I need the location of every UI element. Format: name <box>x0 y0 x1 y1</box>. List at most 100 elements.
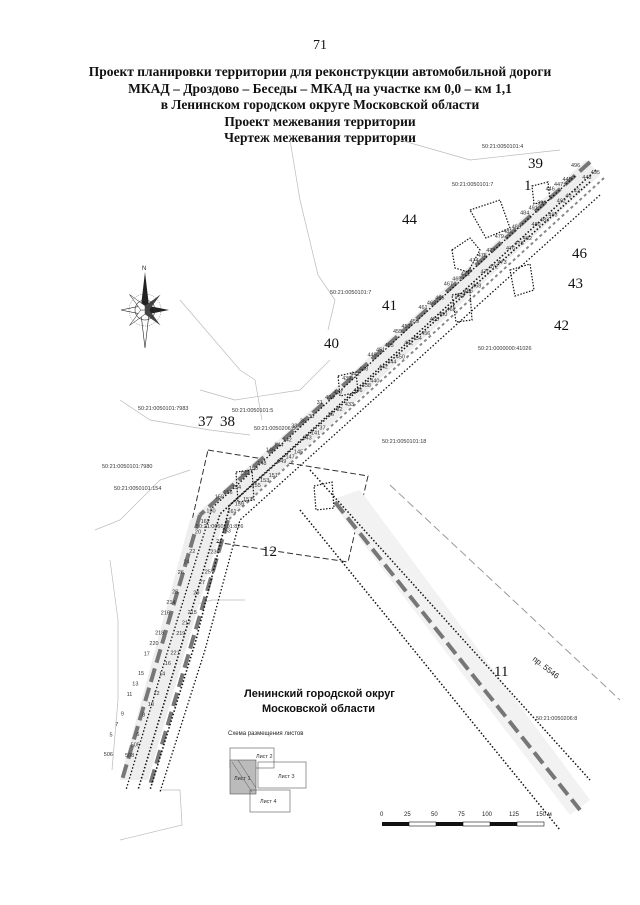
cadastral-number: 50:21:0050101:7983 <box>138 406 188 412</box>
page-number: 71 <box>313 38 327 53</box>
point-number: 480 <box>531 222 540 228</box>
scale-tick: 75 <box>458 812 465 818</box>
region-label: Ленинский городской округ <box>244 688 395 700</box>
point-number: 471 <box>461 272 470 278</box>
point-number: 462 <box>447 307 456 313</box>
cadastral-number: 50:21:0050101:4 <box>482 144 523 150</box>
cadastral-number: 50:21:0050101:826 <box>196 524 243 530</box>
point-number: 40 <box>565 194 571 200</box>
parcel-number: 46 <box>572 246 588 262</box>
scale-tick: 100 <box>482 812 493 818</box>
point-number: 488 <box>512 224 521 230</box>
point-number: 24 <box>184 560 190 566</box>
point-number: 445 <box>563 177 572 183</box>
point-number: 214 <box>166 600 175 606</box>
parcel-number: 42 <box>554 318 569 334</box>
point-number: 446 <box>546 187 555 193</box>
point-number: 39 <box>537 201 543 207</box>
secondary-road <box>299 469 621 831</box>
point-number: 460 <box>438 312 447 318</box>
point-number: 146 <box>266 447 275 453</box>
title-line: Проект межевания территории <box>224 113 416 129</box>
point-number: 155 <box>252 483 261 489</box>
point-number: 463 <box>427 300 436 306</box>
point-number: 161 <box>227 509 236 515</box>
point-number: 457 <box>401 324 410 330</box>
point-number: 141 <box>311 431 320 437</box>
point-number: 5 <box>110 733 113 739</box>
point-number: 454 <box>413 336 422 342</box>
point-number: 467 <box>444 282 453 288</box>
point-number: 508 <box>125 753 134 759</box>
point-number: 483 <box>540 217 549 223</box>
point-number: 221 <box>171 651 180 657</box>
point-number: 495 <box>591 170 600 176</box>
point-number: 148 <box>257 461 266 467</box>
point-number: 218 <box>155 630 164 636</box>
point-number: 455 <box>393 329 402 335</box>
point-number: 157 <box>243 497 252 503</box>
point-number: 438 <box>362 383 371 389</box>
point-number: 459 <box>410 319 419 325</box>
point-number: 156 <box>223 490 232 496</box>
point-number: 469 <box>452 277 461 283</box>
parcel-number: 37 <box>198 414 214 430</box>
point-number: 143 <box>303 436 312 442</box>
point-number: 159 <box>235 502 244 508</box>
point-number: 217 <box>182 621 191 627</box>
point-number: 474 <box>469 258 478 264</box>
point-number: 35 <box>328 412 334 418</box>
point-number: 29 <box>193 590 199 596</box>
cadastral-number: 50:21:0050101:7 <box>452 182 493 188</box>
point-number: 506 <box>104 752 113 758</box>
cadastral-number: 50:21:0050206:8 <box>536 716 577 722</box>
point-number: 450 <box>396 355 405 361</box>
parcel-number: 44 <box>402 212 418 228</box>
parcel-number: 1 <box>524 178 532 194</box>
cadastral-number: 50:21:0050101:18 <box>382 439 426 445</box>
cadastral-labels: 50:21:0050101:4 50:21:0050101:7 50:21:00… <box>102 144 577 722</box>
point-number: 38 <box>291 424 297 430</box>
title-line: Проект планировки территории для реконст… <box>88 64 552 79</box>
point-number: 492 <box>557 199 566 205</box>
point-number: 496 <box>571 163 580 169</box>
parcel-number: 41 <box>382 298 397 314</box>
point-number: 6 <box>136 732 139 738</box>
point-number: 505 <box>131 742 140 748</box>
point-number: 149 <box>277 459 286 465</box>
point-number: 151 <box>269 473 278 479</box>
region-label: Московской области <box>262 703 375 715</box>
point-number: 22 <box>189 549 195 555</box>
parcel-number: 43 <box>568 276 583 292</box>
point-number: 476 <box>506 246 515 252</box>
inset-sheet-label: Лист 3 <box>278 774 295 780</box>
parcel-number: 11 <box>494 664 508 680</box>
point-number: 154 <box>232 485 241 491</box>
sheet-layout-inset: Схема размещения листов Лист 1 Лист 2 Ли… <box>228 731 307 813</box>
point-number: 12 <box>154 691 160 697</box>
point-number: 20 <box>195 529 201 535</box>
parcel-number-labels: 39 1 44 46 43 42 41 40 37 38 12 11 <box>198 156 588 680</box>
cadastral-number: 50:21:0050101:7 <box>330 290 371 296</box>
point-number: 158 <box>215 495 224 501</box>
point-number: 16 <box>165 661 171 667</box>
sheet-frame <box>187 449 369 563</box>
point-number: 37 <box>319 426 325 432</box>
point-number: 472 <box>489 265 498 271</box>
point-number: 14 <box>159 672 165 678</box>
point-number: 449 <box>368 353 377 359</box>
point-number: 42 <box>574 189 580 195</box>
main-road <box>120 160 605 793</box>
point-number: 433 <box>345 402 354 408</box>
point-number: 470 <box>481 270 490 276</box>
title-line: МКАД – Дроздово – Беседы – МКАД на участ… <box>128 80 512 96</box>
point-number: 27 <box>199 580 205 586</box>
point-number: 461 <box>418 305 427 311</box>
point-number: 160 <box>206 509 215 515</box>
point-number: 8 <box>142 712 145 718</box>
parcel-clusters <box>235 181 551 511</box>
point-number: 458 <box>430 317 439 323</box>
inset-sheet-label: Лист 4 <box>260 799 277 805</box>
parcel-number: 12 <box>262 544 277 560</box>
